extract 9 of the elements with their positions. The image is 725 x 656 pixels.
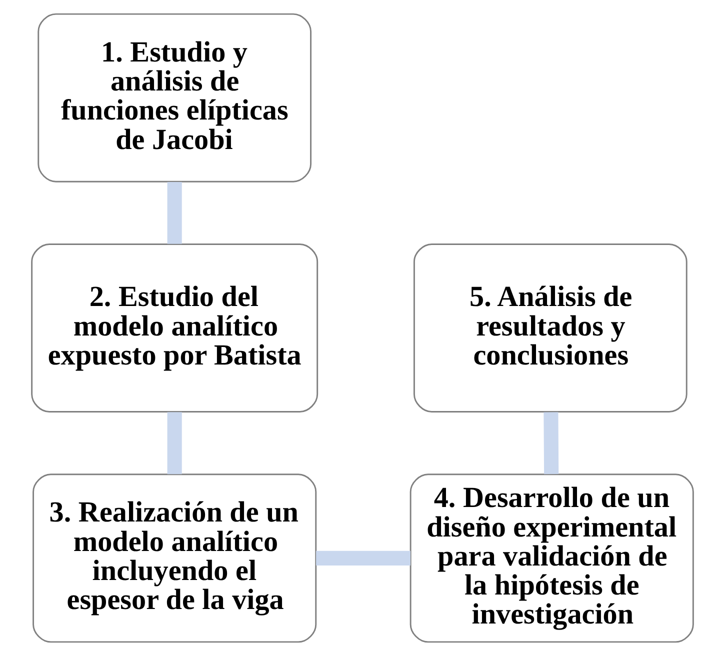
connector [167, 412, 182, 474]
connector [316, 550, 410, 566]
node-box: 5. Análisis de resultados y conclusiones [413, 244, 688, 412]
connector [167, 182, 182, 244]
node-box: 3. Realización de un modelo analítico incluyendo el espesor de la viga [32, 474, 317, 643]
node-box: 1. Estudio y análisis de funciones elípticas de Jacobi [38, 13, 312, 182]
node-box: 4. Desarrollo de un diseño experimental para validación de la hipótesis de investigación [410, 474, 694, 643]
node-box: 2. Estudio del modelo analítico expuesto por Batista [31, 244, 318, 412]
connector [544, 412, 559, 474]
